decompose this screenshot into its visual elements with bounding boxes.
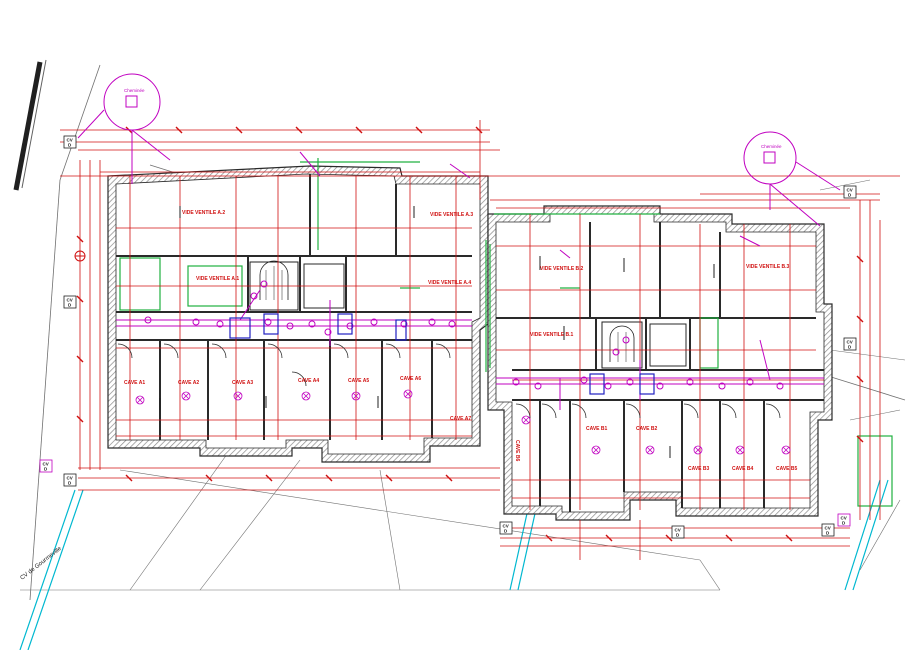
- cv-marker: CV D: [837, 513, 851, 527]
- svg-text:CV: CV: [67, 138, 73, 143]
- cv-marker: CV D: [63, 473, 77, 487]
- room-label-cave-a5: CAVE A5: [348, 378, 369, 384]
- room-label-vide-b1: VIDE VENTILE B.1: [530, 332, 574, 338]
- svg-text:CV: CV: [675, 528, 681, 533]
- cv-marker: CV D: [63, 135, 77, 149]
- room-label-vide-b2: VIDE VENTILE B.2: [540, 266, 584, 272]
- level-arrows: [159, 206, 715, 458]
- cv-marker: CV D: [499, 521, 513, 535]
- svg-text:CV: CV: [825, 526, 831, 531]
- cv-marker: CV D: [39, 459, 53, 473]
- building-walls: [107, 165, 833, 521]
- chimney-b-label: Cheminée: [761, 144, 782, 149]
- svg-text:CV: CV: [67, 298, 73, 303]
- room-label-vide-b3: VIDE VENTILE B.3: [746, 264, 790, 270]
- room-label-cave-b3: CAVE B3: [688, 466, 710, 472]
- svg-text:D: D: [676, 533, 680, 538]
- room-label-cave-b1: CAVE B1: [586, 426, 608, 432]
- cv-markers: CV D CV D CV D CV D CV D CV D: [39, 135, 857, 539]
- green-elements: [119, 158, 893, 507]
- door-swings: [117, 343, 781, 419]
- svg-text:D: D: [68, 143, 72, 148]
- room-label-cave-b6: CAVE B6: [514, 440, 520, 462]
- street-label: CV de Gourmeville: [20, 545, 64, 581]
- room-label-vide-a1: VIDE VENTILE A.1: [196, 276, 239, 282]
- svg-text:D: D: [826, 531, 830, 536]
- reference-mark: [74, 250, 86, 262]
- cv-marker: CV D: [843, 185, 857, 199]
- room-label-cave-b2: CAVE B2: [636, 426, 658, 432]
- dimension-ticks: [76, 126, 864, 542]
- chimney-a-circle: [103, 73, 161, 131]
- cv-marker: CV D: [63, 295, 77, 309]
- cyan-network: [19, 479, 889, 650]
- svg-text:D: D: [68, 481, 72, 486]
- interior-partitions: [116, 174, 824, 512]
- svg-text:CV: CV: [847, 340, 853, 345]
- room-label-cave-a1: CAVE A1: [124, 380, 145, 386]
- room-label-cave-a2: CAVE A2: [178, 380, 199, 386]
- svg-text:D: D: [848, 193, 852, 198]
- room-label-cave-b5: CAVE B5: [776, 466, 798, 472]
- svg-text:D: D: [842, 521, 846, 526]
- room-label-cave-a3: CAVE A3: [232, 380, 253, 386]
- svg-text:D: D: [848, 345, 852, 350]
- svg-text:CV: CV: [503, 524, 509, 529]
- doors: [229, 313, 655, 395]
- svg-text:D: D: [44, 467, 48, 472]
- svg-text:CV: CV: [841, 516, 847, 521]
- cv-marker: CV D: [821, 523, 835, 537]
- room-label-cave-a7: CAVE A7: [450, 416, 471, 422]
- room-label-vide-a4: VIDE VENTILE A.4: [428, 280, 471, 286]
- cv-marker: CV D: [671, 525, 685, 539]
- svg-text:CV: CV: [43, 462, 49, 467]
- svg-text:D: D: [504, 529, 508, 534]
- svg-text:D: D: [68, 303, 72, 308]
- dimension-lines: [60, 120, 900, 560]
- svg-text:CV: CV: [67, 476, 73, 481]
- room-label-cave-a6: CAVE A6: [400, 376, 421, 382]
- room-label-vide-a2: VIDE VENTILE A.2: [182, 210, 225, 216]
- cv-marker: CV D: [843, 337, 857, 351]
- chimney-a-label: Cheminée: [124, 88, 145, 93]
- light-fixtures: [135, 389, 791, 455]
- room-label-cave-b4: CAVE B4: [732, 466, 754, 472]
- room-label-vide-a3: VIDE VENTILE A.3: [430, 212, 473, 218]
- svg-text:CV: CV: [847, 188, 853, 193]
- fixtures: [144, 280, 784, 390]
- room-label-cave-a4: CAVE A4: [298, 378, 319, 384]
